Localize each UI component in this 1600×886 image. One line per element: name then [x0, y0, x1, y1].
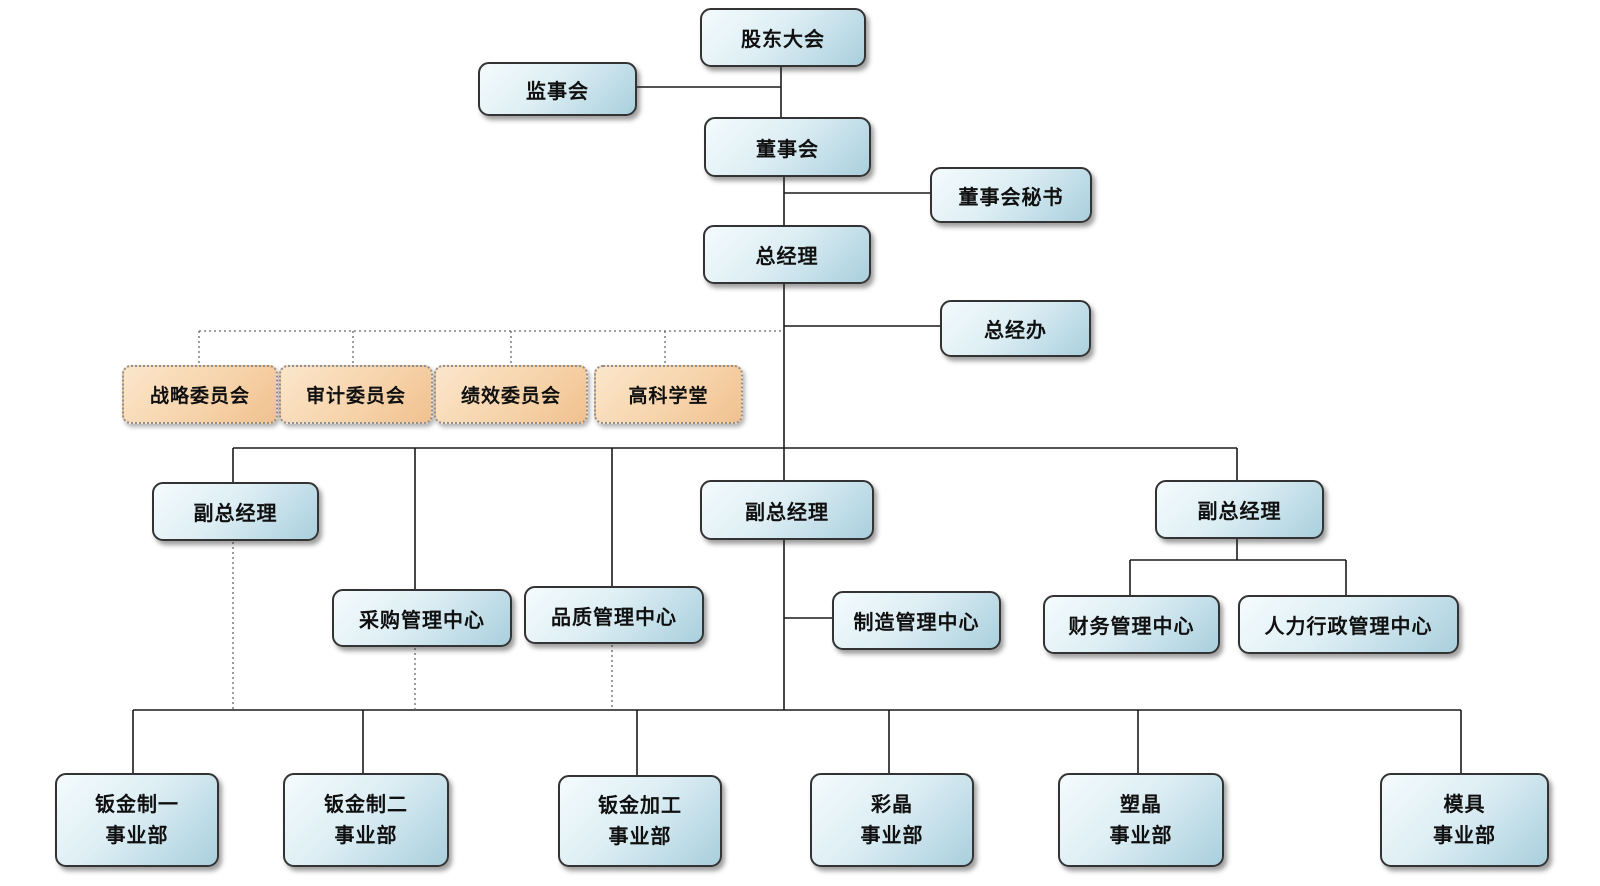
- node-division-caijing: 彩晶 事业部: [810, 773, 974, 867]
- node-label-line1: 钣金加工: [598, 793, 682, 817]
- node-division-sheet-metal-1: 钣金制一 事业部: [55, 773, 219, 867]
- node-label: 副总经理: [193, 501, 278, 525]
- node-division-sujing: 塑晶 事业部: [1058, 773, 1224, 867]
- node-division-sheet-metal-processing: 钣金加工 事业部: [558, 775, 722, 867]
- node-division-mould: 模具 事业部: [1380, 773, 1549, 867]
- node-label: 总经办: [984, 318, 1047, 342]
- node-label: 高科学堂: [628, 385, 709, 407]
- node-label-line1: 塑晶: [1120, 792, 1162, 816]
- node-deputy-gm-left: 副总经理: [152, 482, 319, 541]
- node-label-line2: 事业部: [334, 823, 398, 847]
- node-deputy-gm-right: 副总经理: [1155, 480, 1324, 539]
- node-label-line1: 钣金制二: [324, 792, 408, 816]
- node-label-line1: 钣金制一: [95, 792, 179, 816]
- node-label: 总经理: [755, 244, 819, 268]
- node-label: 副总经理: [1197, 499, 1282, 523]
- node-division-sheet-metal-2: 钣金制二 事业部: [283, 773, 449, 867]
- node-supervisory-board: 监事会: [478, 62, 637, 116]
- node-label: 战略委员会: [149, 385, 250, 407]
- node-label: 人力行政管理中心: [1264, 614, 1433, 638]
- node-board-secretary: 董事会秘书: [930, 167, 1092, 223]
- node-label: 采购管理中心: [359, 607, 485, 632]
- node-hr-admin-center: 人力行政管理中心: [1238, 595, 1459, 654]
- node-general-manager: 总经理: [703, 225, 871, 284]
- node-label: 副总经理: [745, 499, 829, 524]
- node-deputy-gm-center: 副总经理: [700, 480, 874, 540]
- node-audit-committee: 审计委员会: [279, 365, 433, 424]
- node-strategy-committee: 战略委员会: [122, 365, 278, 424]
- node-manufacturing-center: 制造管理中心: [832, 591, 1001, 650]
- node-label: 财务管理中心: [1068, 614, 1195, 638]
- node-shareholders-meeting: 股东大会: [700, 8, 866, 67]
- node-label: 董事会秘书: [958, 184, 1064, 209]
- node-label: 品质管理中心: [551, 604, 677, 629]
- node-quality-center: 品质管理中心: [524, 586, 704, 644]
- node-label-line2: 事业部: [1109, 823, 1173, 847]
- node-board-of-directors: 董事会: [704, 117, 871, 177]
- node-label-line2: 事业部: [860, 823, 924, 847]
- node-label: 制造管理中心: [853, 610, 980, 634]
- node-finance-center: 财务管理中心: [1043, 595, 1220, 654]
- node-label: 监事会: [526, 78, 589, 103]
- node-label-line2: 事业部: [1433, 823, 1496, 847]
- node-gm-office: 总经办: [940, 300, 1091, 357]
- node-label: 股东大会: [741, 27, 825, 51]
- node-label-line1: 模具: [1443, 792, 1486, 816]
- node-performance-committee: 绩效委员会: [434, 365, 588, 424]
- node-label-line2: 事业部: [608, 824, 672, 848]
- node-label-line1: 彩晶: [871, 792, 913, 816]
- node-label: 审计委员会: [305, 385, 406, 407]
- node-label: 董事会: [756, 136, 819, 161]
- node-academy: 高科学堂: [594, 365, 743, 424]
- node-label: 绩效委员会: [460, 385, 561, 407]
- node-label-line2: 事业部: [105, 823, 169, 847]
- node-procurement-center: 采购管理中心: [332, 589, 512, 647]
